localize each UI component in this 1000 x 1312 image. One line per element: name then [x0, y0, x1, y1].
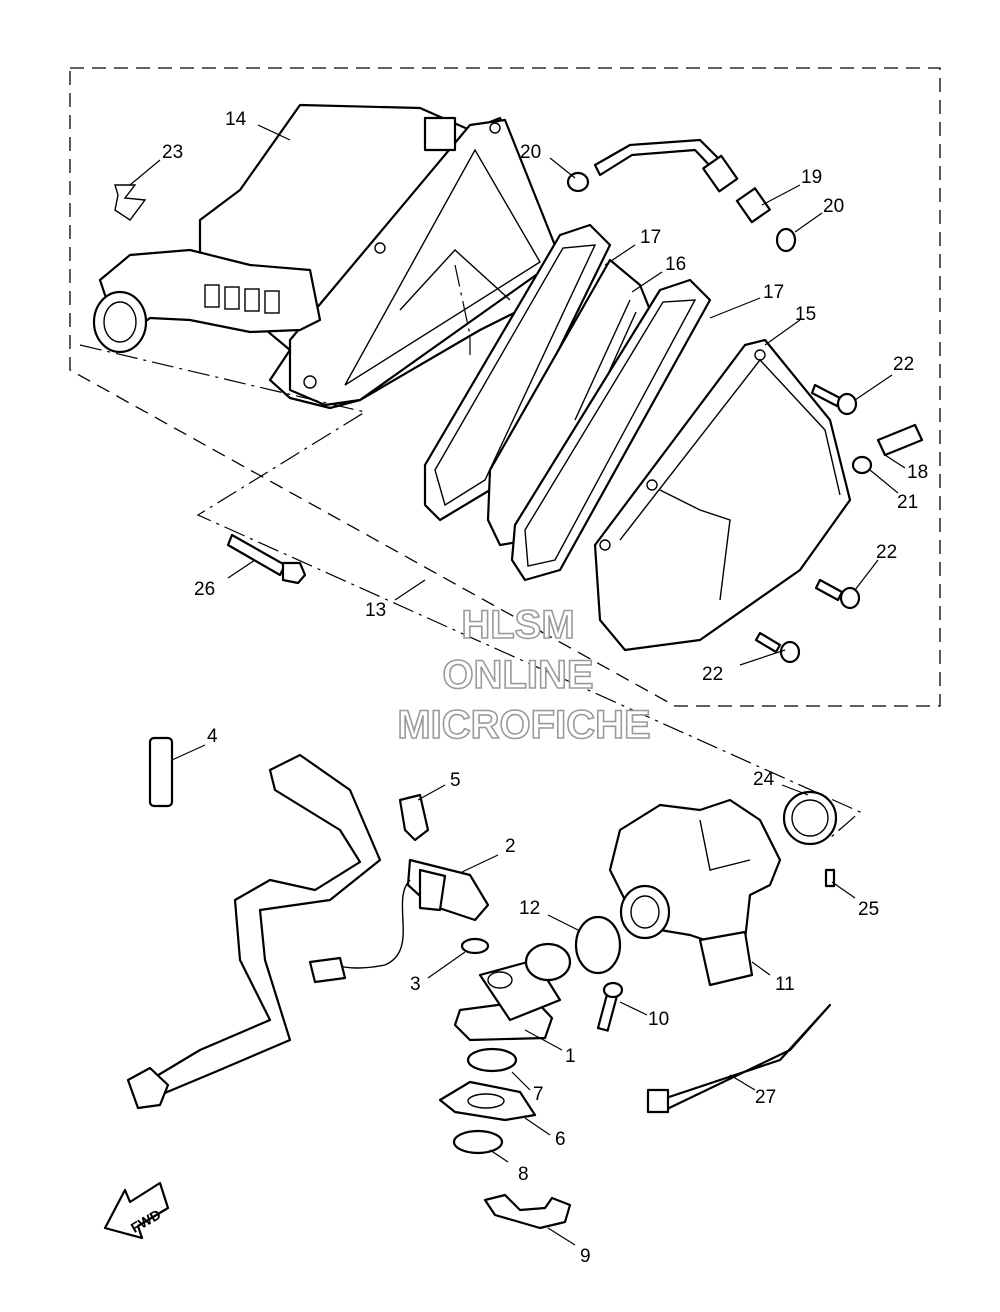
- callout-24: 24: [753, 769, 775, 790]
- insulator-gasket: [438, 1080, 537, 1122]
- assembly-boundary: [69, 67, 941, 707]
- joint-clamp-inner: [791, 799, 829, 837]
- callout-15: 15: [795, 304, 816, 325]
- watermark-line-3: MICROFICHE: [397, 703, 650, 747]
- gasket-rear: [510, 278, 712, 582]
- callout-6: 6: [555, 1129, 566, 1150]
- hose-piece: [735, 187, 771, 224]
- screw-intake: [596, 981, 624, 1032]
- air-cleaner-case: [198, 103, 562, 410]
- o-ring-small: [460, 937, 490, 955]
- screw-middle: [814, 578, 861, 610]
- callout-25: 25: [858, 899, 879, 920]
- gasket-rear-inner: [524, 299, 697, 567]
- insulator-gasket-hole: [467, 1093, 505, 1109]
- drain-plug: [876, 423, 924, 457]
- callout-3: 3: [410, 974, 421, 995]
- air-cleaner-cap: [593, 338, 852, 652]
- callout-18: 18: [907, 462, 928, 483]
- callout-12: 12: [519, 898, 540, 919]
- callout-14: 14: [225, 109, 247, 130]
- screw-top: [810, 383, 858, 416]
- callout-17-rear: 17: [763, 282, 784, 303]
- hose-joint: [702, 154, 739, 193]
- throttle-body: [608, 798, 782, 987]
- callout-9: 9: [580, 1246, 591, 1267]
- callout-22-top: 22: [893, 354, 914, 375]
- hose-clamp-lower: [775, 227, 797, 253]
- callout-8: 8: [518, 1164, 529, 1185]
- watermark-line-1: HLSM: [461, 603, 574, 647]
- callout-2: 2: [505, 836, 516, 857]
- callout-13: 13: [365, 600, 386, 621]
- callout-19: 19: [801, 167, 822, 188]
- bolt: [226, 533, 307, 585]
- callout-26: 26: [194, 579, 215, 600]
- drain-clamp: [851, 455, 873, 475]
- routing-line-14: [454, 264, 471, 355]
- watermark-line-2: ONLINE: [442, 653, 593, 697]
- callout-22-bottom: 22: [702, 664, 723, 685]
- plate: [483, 1193, 572, 1230]
- pin: [824, 868, 836, 888]
- callout-5: 5: [450, 770, 461, 791]
- hose-clamp-top: [566, 171, 590, 193]
- pipe: [148, 736, 174, 808]
- cable-tie-head: [646, 1088, 670, 1114]
- screw-bottom: [754, 631, 801, 664]
- callout-23: 23: [162, 142, 183, 163]
- crankcase-breather-hose: [148, 753, 382, 1097]
- callout-10: 10: [648, 1009, 669, 1030]
- breather-hose: [593, 138, 722, 177]
- sensor: [398, 793, 430, 842]
- callout-20-right: 20: [823, 196, 844, 217]
- forward-arrow: FWD: [103, 1181, 170, 1240]
- callout-21: 21: [897, 492, 918, 513]
- callout-7: 7: [533, 1084, 544, 1105]
- callout-17-front: 17: [640, 227, 661, 248]
- wire-harness-plug: [308, 858, 490, 984]
- callout-1: 1: [565, 1046, 576, 1067]
- callout-4: 4: [207, 726, 218, 747]
- intake-joint: [453, 942, 572, 1042]
- hose-clamp-joint: [574, 915, 622, 975]
- wire-clip: [114, 184, 147, 221]
- callout-27: 27: [755, 1087, 776, 1108]
- hose-end-fitting: [126, 1066, 170, 1110]
- callout-16: 16: [665, 254, 686, 275]
- intake-duct: [92, 248, 322, 354]
- routing-line-13: [79, 344, 862, 839]
- gasket-front-inner: [434, 244, 597, 507]
- cable-tie: [658, 1003, 832, 1112]
- leader-lines: [129, 124, 906, 1246]
- callout-22-middle: 22: [876, 542, 897, 563]
- callout-20-top: 20: [520, 142, 541, 163]
- o-ring-lower: [452, 1129, 504, 1155]
- o-ring-middle: [466, 1047, 518, 1073]
- callout-11: 11: [775, 974, 795, 995]
